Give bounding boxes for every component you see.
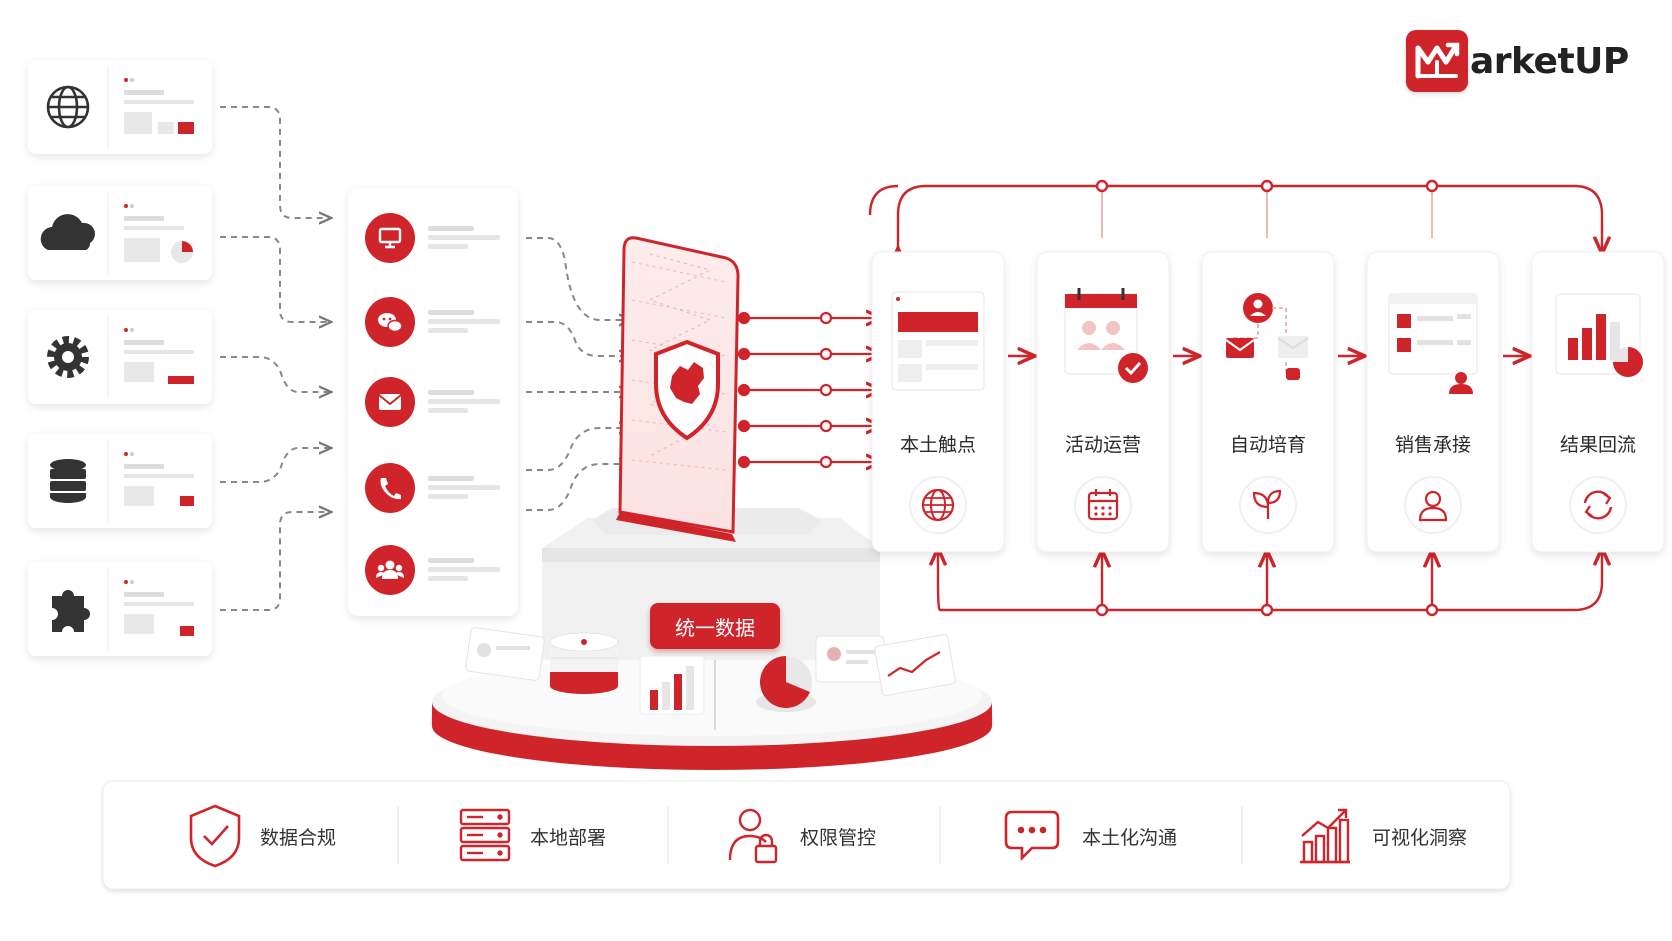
stage-illustration [1225, 293, 1309, 380]
wechat-icon [378, 313, 403, 333]
sprout-icon [1252, 489, 1282, 519]
line-chart-card [874, 634, 956, 696]
stage-illustration [1388, 293, 1478, 394]
profile-card-left [465, 627, 545, 681]
source-card-cloud[interactable] [28, 186, 212, 280]
stage-label: 销售承接 [1394, 434, 1471, 456]
stage-card[interactable] [871, 251, 1005, 553]
stage-cards [871, 251, 1665, 553]
stage-card[interactable] [1366, 251, 1500, 553]
shield-check-icon [189, 804, 241, 868]
database-icon [50, 459, 86, 503]
feature-label: 本土化沟通 [1082, 827, 1178, 849]
loop-lines [898, 179, 1602, 617]
refresh-icon [1583, 490, 1613, 520]
globe-icon [46, 85, 90, 129]
channel-item[interactable] [365, 213, 500, 263]
source-card-database[interactable] [28, 434, 212, 528]
feature-label: 可视化洞察 [1372, 827, 1468, 849]
person-icon [1418, 490, 1448, 522]
hub-platform [430, 236, 994, 770]
feature-label: 本地部署 [530, 827, 607, 849]
channel-item[interactable] [365, 377, 500, 427]
chat-icon [1004, 810, 1060, 862]
source-card-web[interactable] [28, 60, 212, 154]
phone-icon [380, 478, 401, 500]
channel-list [365, 213, 500, 595]
stage-illustration [1555, 293, 1643, 377]
brand-logo: arketUP [1406, 30, 1629, 92]
stage-card[interactable] [1531, 251, 1665, 553]
puzzle-icon [52, 590, 90, 632]
stage-illustration [1064, 288, 1148, 383]
stage-label: 本土触点 [899, 434, 976, 456]
db-cylinder [549, 632, 619, 694]
group-icon [376, 560, 404, 579]
channel-item[interactable] [365, 297, 500, 347]
stage-card[interactable] [1036, 251, 1170, 553]
stage-label: 自动培育 [1229, 434, 1306, 456]
mini-window [124, 328, 194, 384]
cloud-icon [40, 214, 95, 250]
china-map-shield-icon [654, 339, 720, 441]
globe-icon [921, 488, 955, 522]
server-icon [459, 808, 511, 862]
calendar-icon [1087, 489, 1119, 521]
stage-label: 活动运营 [1064, 434, 1141, 456]
mini-window [124, 78, 194, 134]
source-card-settings[interactable] [28, 310, 212, 404]
stage-card[interactable] [1201, 251, 1335, 553]
feature-bar [102, 780, 1511, 890]
mini-window [124, 204, 193, 263]
user-lock-icon [728, 808, 778, 864]
logo-mark-icon [1406, 30, 1468, 92]
gear-icon [47, 336, 89, 378]
source-connectors [220, 106, 330, 611]
bar-chart-card [639, 655, 705, 715]
channel-connectors [526, 237, 630, 511]
loop-start-arrow [868, 184, 899, 216]
data-hub-panel [616, 236, 740, 542]
mini-window [124, 452, 194, 506]
channel-item[interactable] [365, 463, 500, 513]
mini-window [124, 580, 194, 636]
feature-label: 数据合规 [260, 827, 337, 849]
brand-name: arketUP [1470, 40, 1629, 82]
profile-card-right [815, 635, 885, 683]
chart-up-icon [1300, 808, 1350, 864]
source-card-plugin[interactable] [28, 562, 212, 656]
source-cards [28, 60, 212, 656]
pie-chart-item [756, 656, 816, 712]
monitor-icon [378, 227, 402, 249]
mail-icon [378, 394, 402, 410]
feature-label: 权限管控 [800, 827, 877, 849]
stage-illustration [891, 291, 985, 391]
stage-label: 结果回流 [1559, 434, 1636, 456]
channel-item[interactable] [365, 545, 500, 595]
hub-outputs [737, 313, 880, 467]
unified-data-label: 统一数据 [650, 603, 780, 649]
